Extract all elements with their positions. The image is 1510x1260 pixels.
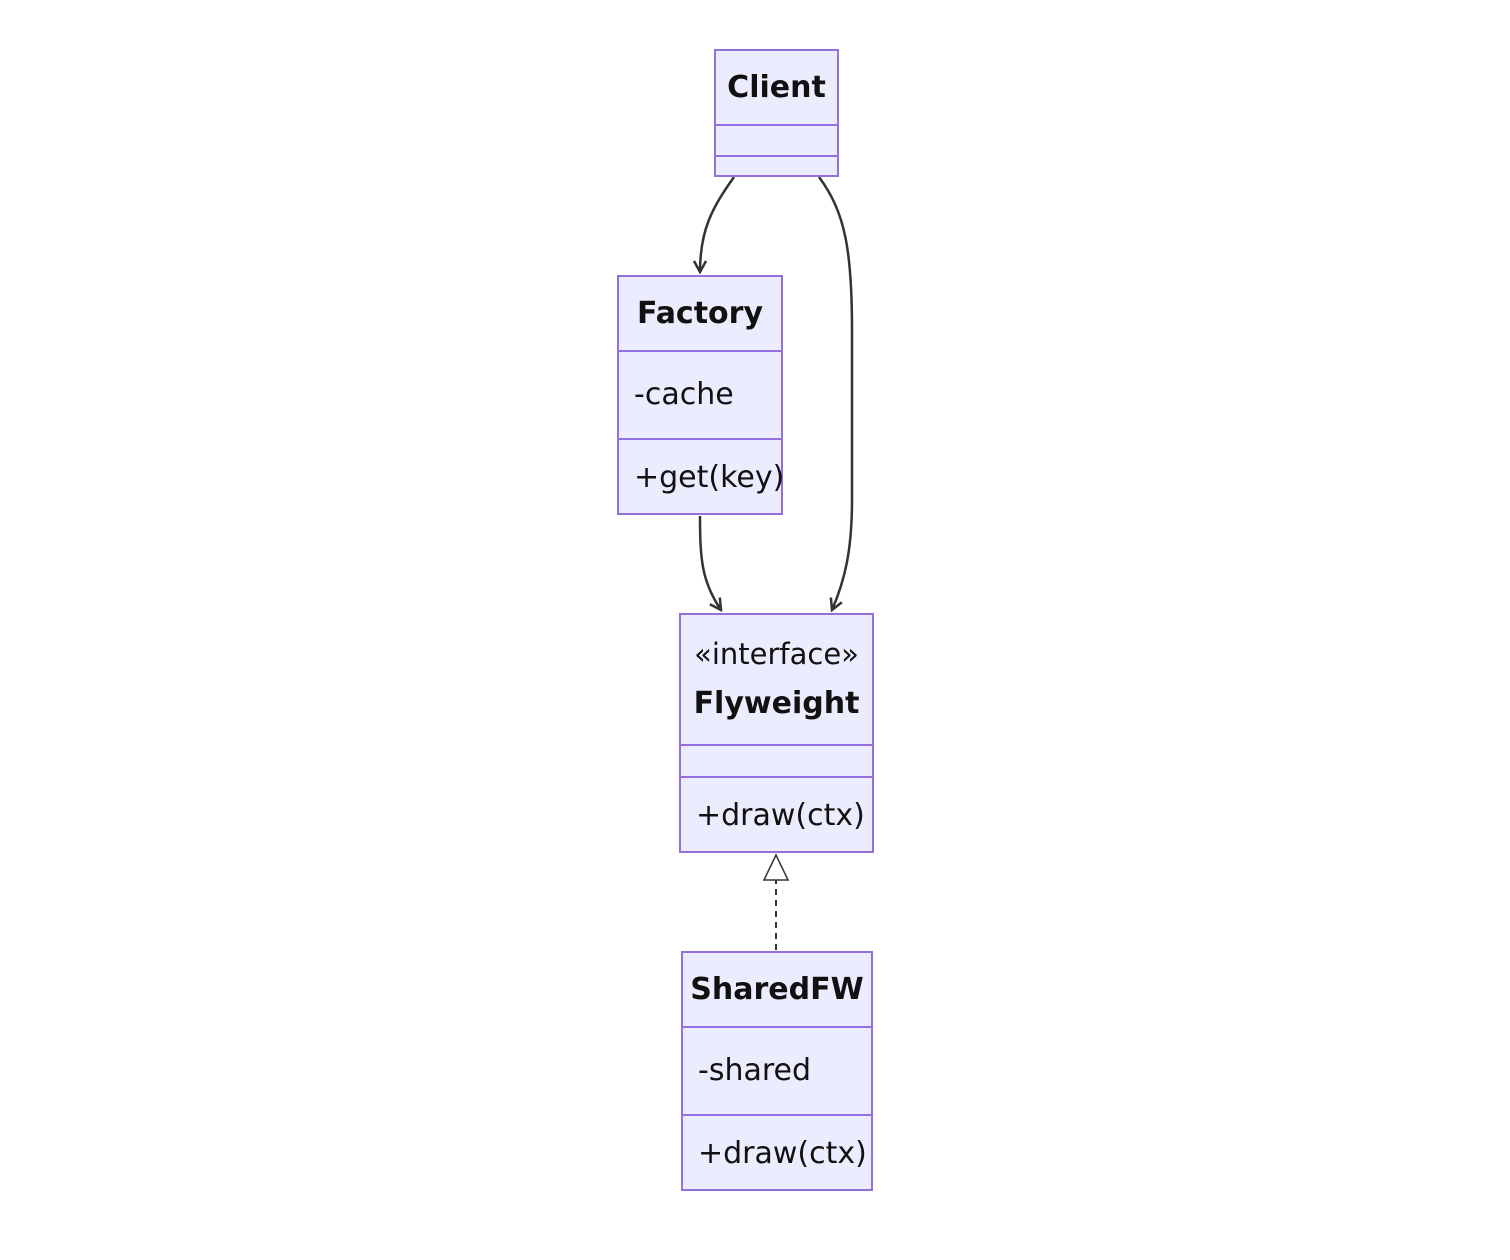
class-factory: Factory -cache +get(key) [617,275,785,515]
class-sharedfw: SharedFW -shared +draw(ctx) [681,951,873,1191]
client-methods [716,155,837,177]
sharedfw-title: SharedFW [683,953,871,1026]
factory-methods: +get(key) [619,438,785,515]
sharedfw-attribute: -shared [698,1053,812,1088]
edge-client-factory [700,176,736,272]
flyweight-methods: +draw(ctx) [681,776,872,853]
client-attributes [716,124,837,155]
flyweight-method: +draw(ctx) [696,797,865,833]
class-flyweight: «interface» Flyweight +draw(ctx) [679,613,874,853]
flyweight-stereotype: «interface» [694,637,859,671]
client-name: Client [727,69,826,105]
flyweight-title: «interface» Flyweight [681,615,872,744]
sharedfw-methods: +draw(ctx) [683,1114,871,1191]
factory-method: +get(key) [634,459,785,495]
factory-name: Factory [636,295,764,331]
flyweight-name: Flyweight [693,686,860,721]
sharedfw-name: SharedFW [690,971,864,1007]
factory-attributes: -cache [619,350,781,438]
factory-attribute: -cache [634,377,734,412]
edge-factory-flyweight [698,515,721,610]
sharedfw-attributes: -shared [683,1026,871,1114]
edge-client-flyweight [817,176,854,610]
flyweight-attributes [681,744,872,776]
class-client: Client [714,49,839,177]
client-title: Client [716,51,837,124]
sharedfw-method: +draw(ctx) [698,1135,867,1171]
factory-title: Factory [619,277,781,350]
